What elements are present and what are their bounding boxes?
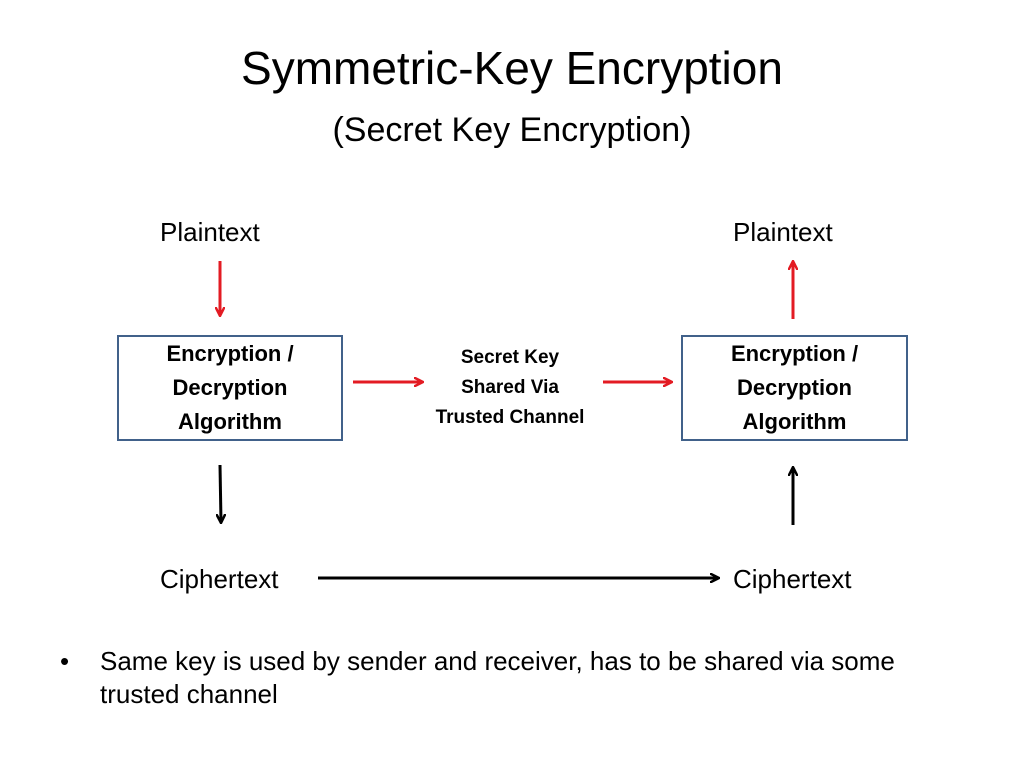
receiver-algorithm-label: Encryption / Decryption Algorithm <box>730 341 859 434</box>
bullet-item: Same key is used by sender and receiver,… <box>56 645 976 711</box>
sender-algorithm-label: Encryption / Decryption Algorithm <box>166 341 294 434</box>
secret-key-channel-label: Secret Key Shared Via Trusted Channel <box>435 347 585 428</box>
slide-title: Symmetric-Key Encryption <box>241 42 783 94</box>
algorithm-to-ciphertext-arrow <box>220 464 221 522</box>
sender-plaintext-label: Plaintext <box>160 217 260 247</box>
bullet-list: Same key is used by sender and receiver,… <box>56 645 976 711</box>
sender-ciphertext-label: Ciphertext <box>160 564 279 594</box>
receiver-ciphertext-label: Ciphertext <box>733 564 852 594</box>
receiver-plaintext-label: Plaintext <box>733 217 833 247</box>
slide-subtitle: (Secret Key Encryption) <box>332 111 692 149</box>
sender-algorithm-box: Encryption / Decryption Algorithm <box>117 335 343 441</box>
receiver-algorithm-box: Encryption / Decryption Algorithm <box>681 335 908 441</box>
